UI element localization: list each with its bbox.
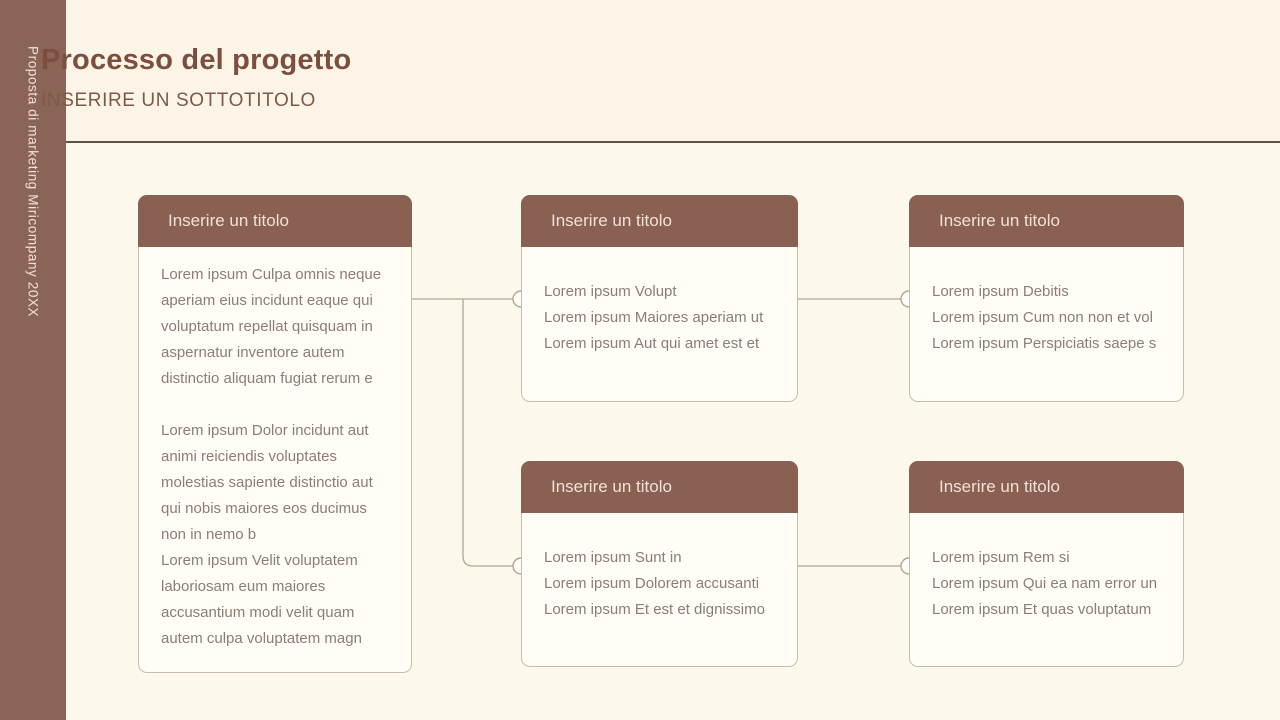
process-card-3: Inserire un titolo Lorem ipsum Debitis L…: [909, 195, 1184, 402]
card-3-line: Lorem ipsum Debitis: [932, 283, 1069, 300]
card-5-body: Lorem ipsum Rem si Lorem ipsum Qui ea na…: [910, 513, 1183, 623]
card-5-title: Inserire un titolo: [939, 477, 1060, 496]
card-3-title: Inserire un titolo: [939, 211, 1060, 230]
page-title: Processo del progetto: [41, 44, 352, 76]
process-card-4: Inserire un titolo Lorem ipsum Sunt in L…: [521, 461, 798, 667]
card-2-line: Lorem ipsum Volupt: [544, 283, 677, 300]
card-2-title-bar: Inserire un titolo: [521, 195, 798, 247]
process-card-1: Inserire un titolo Lorem ipsum Culpa omn…: [138, 195, 412, 673]
header-divider-line: [66, 141, 1280, 143]
card-3-title-bar: Inserire un titolo: [909, 195, 1184, 247]
card-5-line: Lorem ipsum Et quas voluptatum: [932, 601, 1152, 618]
card-5-line: Lorem ipsum Qui ea nam error un: [932, 575, 1158, 592]
card-2-body: Lorem ipsum Volupt Lorem ipsum Maiores a…: [522, 247, 797, 357]
card-1-title: Inserire un titolo: [168, 211, 289, 230]
card-5-line: Lorem ipsum Rem si: [932, 549, 1070, 566]
card-5-title-bar: Inserire un titolo: [909, 461, 1184, 513]
card-4-body: Lorem ipsum Sunt in Lorem ipsum Dolorem …: [522, 513, 797, 623]
card-3-line: Lorem ipsum Cum non non et vol: [932, 309, 1153, 326]
card-2-title: Inserire un titolo: [551, 211, 672, 230]
card-2-line: Lorem ipsum Aut qui amet est et: [544, 335, 760, 352]
header-band: [66, 0, 1280, 142]
card-3-line: Lorem ipsum Perspiciatis saepe s: [932, 335, 1157, 352]
sidebar-vertical-label: Proposta di marketing Miricompany 20XX: [25, 46, 41, 318]
process-card-2: Inserire un titolo Lorem ipsum Volupt Lo…: [521, 195, 798, 402]
card-1-body: Lorem ipsum Culpa omnis neque aperiam ei…: [139, 247, 411, 652]
card-1-paragraph: Lorem ipsum Velit voluptatem laboriosam …: [161, 552, 362, 647]
card-4-line: Lorem ipsum Et est et dignissimo: [544, 601, 765, 618]
process-card-5: Inserire un titolo Lorem ipsum Rem si Lo…: [909, 461, 1184, 667]
sidebar: Proposta di marketing Miricompany 20XX: [0, 0, 66, 720]
card-4-line: Lorem ipsum Sunt in: [544, 549, 682, 566]
page-subtitle: INSERIRE UN SOTTOTITOLO: [41, 90, 316, 111]
card-1-paragraph: Lorem ipsum Dolor incidunt aut animi rei…: [161, 422, 373, 543]
card-1-title-bar: Inserire un titolo: [138, 195, 412, 247]
card-4-title-bar: Inserire un titolo: [521, 461, 798, 513]
card-4-title: Inserire un titolo: [551, 477, 672, 496]
card-4-line: Lorem ipsum Dolorem accusanti: [544, 575, 760, 592]
card-1-paragraph: Lorem ipsum Culpa omnis neque aperiam ei…: [161, 266, 382, 387]
card-2-line: Lorem ipsum Maiores aperiam ut: [544, 309, 764, 326]
card-3-body: Lorem ipsum Debitis Lorem ipsum Cum non …: [910, 247, 1183, 357]
